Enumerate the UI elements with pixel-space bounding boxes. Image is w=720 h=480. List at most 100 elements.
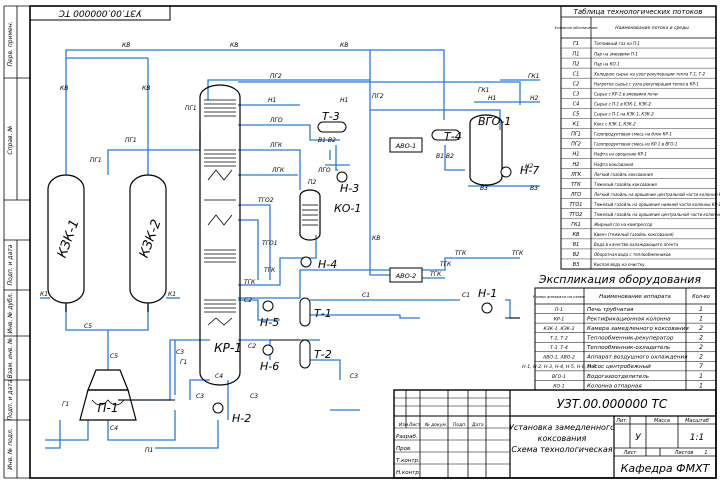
pump-n6	[262, 344, 274, 356]
equip-label-n3: Н-3	[340, 182, 359, 195]
stream-label-lgk: ЛГК	[269, 142, 283, 149]
scale-value: 1:1	[690, 433, 704, 443]
flows-row-code: В1	[573, 242, 580, 248]
flows-row-code: КВ	[573, 232, 581, 238]
equip-label-t3: Т-3	[322, 110, 340, 123]
flows-row-name: Сырье с П-1 в КЗК-1, КЗК-2	[594, 101, 651, 106]
stream-label-g1: Г1	[62, 401, 69, 408]
flows-row-name: Нагретое сырье с узла рекуперации тепла …	[594, 81, 699, 86]
flows-row-code: С5	[573, 112, 580, 118]
stream-label-pg1: ПГ1	[125, 137, 137, 144]
stream-label-kv: КВ	[230, 42, 238, 49]
flows-row-name: Пар на змеевики П-1	[594, 51, 638, 56]
flows-row-code: С1	[573, 71, 580, 77]
separator-vgo1	[469, 114, 503, 186]
stream-label-pg2: ПГ2	[372, 93, 384, 100]
flows-row-code: ПГ2	[571, 142, 581, 148]
stream-label-c3: С3	[350, 373, 358, 380]
stream-label-kv: КВ	[60, 85, 68, 92]
side-label: Перв. примен.	[7, 21, 14, 66]
flows-row-code: П1	[573, 51, 580, 57]
stream-label-c1: С1	[462, 292, 470, 299]
equip-row-qty: 1	[699, 306, 703, 313]
stream-label-c1: С1	[362, 292, 370, 299]
equip-row-qty: 2	[699, 354, 703, 361]
flows-row-code: ПГ1	[571, 132, 581, 138]
stream-label-k1: К1	[168, 291, 176, 298]
stream-label-v1v2: В1 В2	[318, 137, 336, 144]
stream-label-k1: К1	[40, 291, 48, 298]
stream-label-gk1: ГК1	[478, 87, 489, 94]
flows-row-code: Н1	[573, 152, 580, 158]
side-label: Инв. № подл.	[7, 428, 14, 469]
equip-row-qty: 2	[699, 325, 703, 332]
equip-header-num: Номер аппарата на схеме	[533, 294, 586, 299]
stream-label-g1: Г1	[180, 359, 187, 366]
cooler-t4	[431, 129, 461, 141]
exchanger-t2	[299, 339, 311, 369]
flows-row-name: Газопродуктовая смесь на блок КР-1	[594, 132, 672, 137]
equip-row-qty: 1	[699, 382, 703, 389]
equip-row-qty: 1	[699, 315, 703, 322]
equipment-shapes	[47, 84, 503, 421]
lit-value: У	[635, 433, 641, 443]
stream-label-v1v2: В1 В2	[436, 153, 454, 160]
equip-label-avo2: АВО-2	[395, 272, 417, 280]
stream-label-tgk: ТГК	[244, 279, 256, 286]
stream-label-lgo: ЛГО	[269, 117, 283, 124]
stream-label-tgk: ТГК	[512, 250, 524, 257]
equip-row-name: Колонна отпарная	[587, 383, 642, 389]
flows-row-code: Г1	[573, 41, 579, 47]
equipment-labels: КЗК-1 КЗК-2 КР-1 П-1 КО-1 Т-1 Т-2 Т-3 Т-…	[55, 110, 539, 425]
sheets-label: Листов	[674, 450, 694, 456]
side-label: Справ. №	[7, 125, 14, 154]
doc-name-line: Установка замедленного	[509, 423, 615, 432]
equip-row-name: Ректификационная колонна	[587, 316, 671, 322]
stream-label-pg1: ПГ1	[90, 157, 102, 164]
stream-label-tgo1: ТГО1	[262, 240, 278, 247]
equip-row-num: КЗК-1, КЗК-2	[543, 326, 574, 332]
equip-header-qty: Кол-во	[692, 294, 710, 300]
flows-row-name: Газопродуктовая смесь из КР-1 в ВГО-1	[594, 142, 677, 147]
cooler-t3	[317, 121, 347, 133]
col-header: Изм.	[399, 422, 410, 428]
air-cooler-avo2	[389, 267, 423, 283]
stream-label-v3: В3	[530, 185, 538, 192]
flows-row-code: В2	[573, 252, 580, 258]
flows-row-name: Пар на КО-1	[594, 61, 620, 66]
pipelines-blue	[40, 49, 540, 449]
col-header: № докум.	[424, 422, 447, 428]
stream-label-n1: Н1	[488, 95, 496, 102]
pump-n4	[300, 256, 312, 268]
stream-label-p1: П1	[145, 447, 153, 454]
flows-header-name: Наименование потока и среды	[615, 25, 689, 31]
equip-table-title: Экспликация оборудования	[538, 273, 702, 286]
equip-row-num: Т-3, Т-4	[550, 345, 568, 351]
stream-label-n1: Н1	[340, 97, 348, 104]
equip-row-num: КР-1	[554, 316, 565, 322]
equip-label-n5: Н-5	[260, 316, 279, 329]
pipelines-black	[118, 317, 520, 401]
flows-table-title: Таблица технологических потоков	[574, 8, 703, 16]
flows-table: Таблица технологических потоков Условное…	[555, 5, 720, 270]
stream-label-v3: В3	[480, 185, 488, 192]
title-block-text: УЗТ.00.000000 ТС Установка замедленного …	[396, 397, 711, 476]
equip-row-qty: 7	[699, 363, 703, 370]
equip-label-n7: Н-7	[520, 164, 539, 177]
equip-label-n2: Н-2	[232, 412, 251, 425]
department: Кафедра ФМХТ	[621, 462, 711, 475]
doc-name-line: Схема технологическая	[511, 445, 612, 454]
flows-row-name: Легкий газойль коксования	[593, 172, 653, 177]
flows-row-code: С2	[573, 81, 580, 87]
flows-row-code: ГК1	[571, 222, 581, 228]
equip-row-num: П-1	[555, 307, 563, 313]
col-header: Подп.	[453, 422, 467, 428]
pump-n3	[336, 171, 348, 183]
flows-row-code: ЛГО	[570, 192, 582, 198]
equip-header-name: Наименование аппарата	[599, 294, 671, 300]
stream-label-tgo2: ТГО2	[258, 197, 274, 204]
side-label: Взам. инв. №	[7, 338, 14, 379]
flows-row-code: К1	[573, 122, 580, 128]
stream-label-c3: С3	[176, 349, 184, 356]
